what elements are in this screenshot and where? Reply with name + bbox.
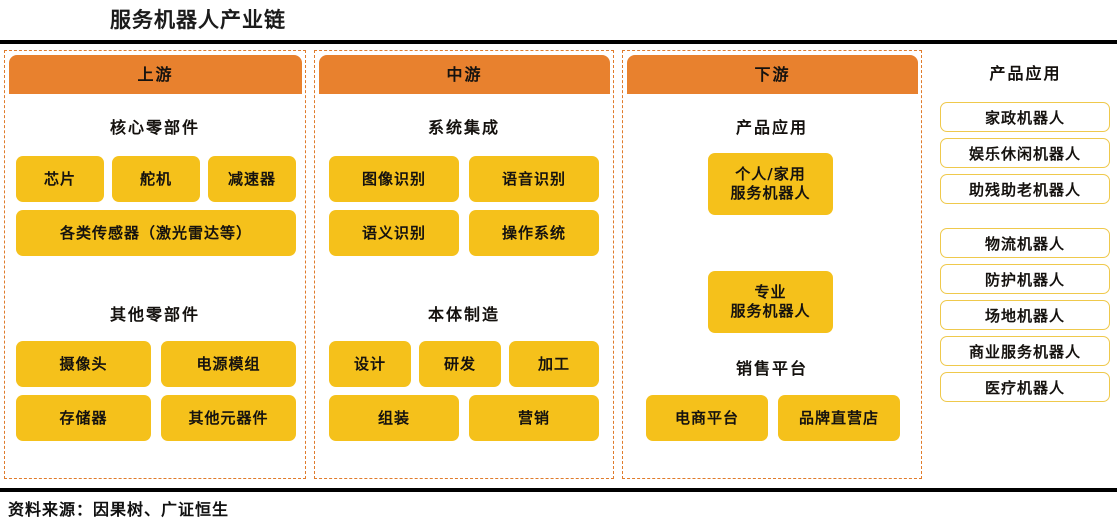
node-sensors[interactable]: 各类传感器（激光雷达等） (16, 210, 296, 256)
column-midstream: 中游 系统集成 图像识别 语音识别 语义识别 操作系统 本体制造 设计 研发 加… (314, 50, 614, 479)
node-operating-system[interactable]: 操作系统 (469, 210, 599, 256)
node-other-components[interactable]: 其他元器件 (161, 395, 296, 441)
node-image-recognition[interactable]: 图像识别 (329, 156, 459, 202)
app-commercial-robot[interactable]: 商业服务机器人 (940, 336, 1110, 366)
node-processing[interactable]: 加工 (509, 341, 599, 387)
node-semantic-recognition[interactable]: 语义识别 (329, 210, 459, 256)
column-upstream: 上游 核心零部件 芯片 舵机 减速器 各类传感器（激光雷达等） 其他零部件 摄像… (4, 50, 306, 479)
column-downstream: 下游 产品应用 个人/家用 服务机器人 专业 服务机器人 销售平台 电商平台 品… (622, 50, 922, 479)
node-speech-recognition[interactable]: 语音识别 (469, 156, 599, 202)
node-personal-home-service-robot[interactable]: 个人/家用 服务机器人 (708, 153, 833, 215)
group-title-system-integration: 系统集成 (427, 118, 500, 137)
group-title-product-application: 产品应用 (735, 118, 808, 137)
app-elderly-care-robot[interactable]: 助残助老机器人 (940, 174, 1110, 204)
node-camera[interactable]: 摄像头 (16, 341, 151, 387)
node-brand-store[interactable]: 品牌直营店 (778, 395, 900, 441)
app-entertainment-robot[interactable]: 娱乐休闲机器人 (940, 138, 1110, 168)
product-application-panel: 产品应用 家政机器人 娱乐休闲机器人 助残助老机器人 物流机器人 防护机器人 场… (938, 50, 1113, 482)
product-application-title: 产品应用 (989, 64, 1062, 83)
group-title-other-parts: 其他零部件 (109, 305, 200, 324)
node-power-module[interactable]: 电源模组 (161, 341, 296, 387)
column-header-upstream: 上游 (9, 55, 302, 94)
app-housekeeping-robot[interactable]: 家政机器人 (940, 102, 1110, 132)
bottom-divider-rule (0, 488, 1117, 492)
node-marketing[interactable]: 营销 (469, 395, 599, 441)
group-title-sales-platform: 销售平台 (735, 359, 808, 378)
column-header-midstream: 中游 (319, 55, 610, 94)
app-logistics-robot[interactable]: 物流机器人 (940, 228, 1110, 258)
app-field-robot[interactable]: 场地机器人 (940, 300, 1110, 330)
node-ecommerce-platform[interactable]: 电商平台 (646, 395, 768, 441)
figure-title: 服务机器人产业链 (110, 7, 286, 32)
column-header-downstream: 下游 (627, 55, 918, 94)
group-title-body-manufacturing: 本体制造 (427, 305, 500, 324)
node-rnd[interactable]: 研发 (419, 341, 501, 387)
group-title-core-parts: 核心零部件 (109, 118, 200, 137)
top-divider-rule (0, 40, 1117, 44)
node-chip[interactable]: 芯片 (16, 156, 104, 202)
app-medical-robot[interactable]: 医疗机器人 (940, 372, 1110, 402)
node-reducer[interactable]: 减速器 (208, 156, 296, 202)
node-professional-service-robot[interactable]: 专业 服务机器人 (708, 271, 833, 333)
node-servo[interactable]: 舵机 (112, 156, 200, 202)
node-design[interactable]: 设计 (329, 341, 411, 387)
value-chain-area: 上游 核心零部件 芯片 舵机 减速器 各类传感器（激光雷达等） 其他零部件 摄像… (4, 50, 1113, 482)
node-assembly[interactable]: 组装 (329, 395, 459, 441)
source-note: 资料来源：因果树、广证恒生 (8, 500, 230, 519)
app-protection-robot[interactable]: 防护机器人 (940, 264, 1110, 294)
node-memory[interactable]: 存储器 (16, 395, 151, 441)
